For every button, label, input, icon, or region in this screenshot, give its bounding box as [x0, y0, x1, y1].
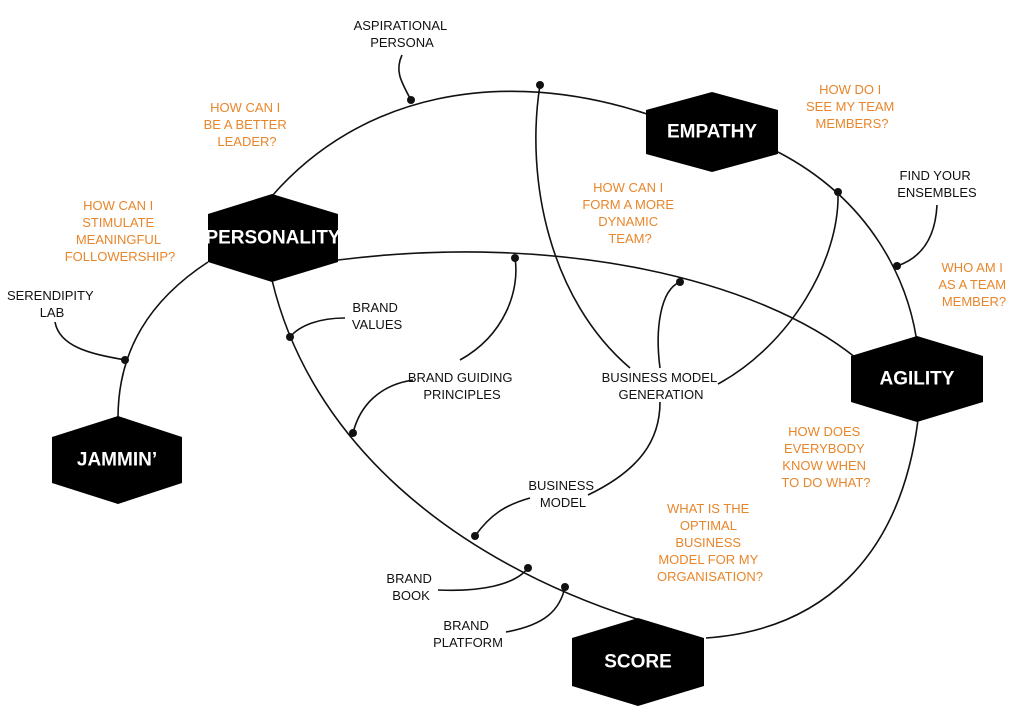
curve-personality-agility	[337, 251, 857, 359]
connector-brand-book	[437, 567, 529, 592]
hub-jammin: JAMMIN’	[52, 416, 182, 504]
hub-agility: AGILITY	[851, 336, 983, 422]
curve-bmg-to-ensemble	[717, 191, 839, 385]
dot-brand-platform	[561, 583, 569, 591]
connector-bm-to-bmg	[587, 401, 661, 496]
label-find-your-ensembles: FIND YOUR ENSEMBLES	[897, 168, 977, 200]
label-connectors	[54, 54, 938, 633]
hexagon-shape	[208, 194, 338, 282]
label-serendipity-lab: SERENDIPITY LAB	[7, 288, 97, 320]
label-business-model-generation: BUSINESS MODEL GENERATION	[602, 370, 721, 402]
dot-bmg-top	[676, 278, 684, 286]
connector-brand-platform	[505, 586, 566, 633]
question-team-member: WHO AM I AS A TEAM MEMBER?	[938, 260, 1009, 309]
hub-label-jammin: JAMMIN’	[77, 450, 157, 471]
dot-business-model	[471, 532, 479, 540]
dot-brand-guiding	[349, 429, 357, 437]
label-brand-platform: BRAND PLATFORM	[433, 618, 503, 650]
label-brand-guiding-principles: BRAND GUIDING PRINCIPLES	[408, 370, 516, 402]
dot-aspirational-persona	[407, 96, 415, 104]
hub-personality: PERSONALITY	[205, 194, 341, 282]
connector-brand-guiding	[352, 379, 414, 434]
hub-label-score: SCORE	[604, 652, 672, 673]
label-aspirational-persona: ASPIRATIONAL PERSONA	[354, 18, 451, 50]
curve-personality-jammin	[117, 261, 209, 419]
question-dynamic-team: HOW CAN I FORM A MORE DYNAMIC TEAM?	[582, 180, 677, 246]
connector-bmg-to-curve	[657, 281, 681, 369]
dot-ensemble-lower	[893, 262, 901, 270]
connector-find-your-ensembles	[896, 204, 938, 267]
question-know-when: HOW DOES EVERYBODY KNOW WHEN TO DO WHAT?	[781, 424, 870, 490]
curve-personality-score	[271, 279, 641, 621]
hub-score: SCORE	[572, 618, 704, 706]
connector-serendipity-lab	[54, 321, 126, 361]
hexagon-shape	[52, 416, 182, 504]
connector-guiding-to-curve	[459, 257, 517, 361]
curve-top-to-bmg	[535, 84, 631, 369]
connection-curves	[117, 84, 919, 639]
concept-labels: ASPIRATIONAL PERSONA FIND YOUR ENSEMBLES…	[7, 18, 977, 650]
hexagon-shape	[646, 92, 778, 172]
label-business-model: BUSINESS MODEL	[528, 478, 597, 510]
label-brand-values: BRAND VALUES	[352, 300, 403, 332]
hexagon-shape	[572, 618, 704, 706]
dot-serendipity	[121, 356, 129, 364]
curve-agility-score	[705, 419, 919, 639]
connector-aspirational-persona	[398, 54, 412, 101]
connector-business-model	[474, 497, 531, 537]
hub-empathy: EMPATHY	[646, 92, 778, 172]
dot-ensemble-upper	[834, 188, 842, 196]
question-see-team: HOW DO I SEE MY TEAM MEMBERS?	[806, 82, 898, 131]
junction-dots	[121, 81, 901, 591]
question-better-leader: HOW CAN I BE A BETTER LEADER?	[204, 100, 291, 149]
hub-label-empathy: EMPATHY	[667, 122, 757, 143]
dot-brand-book	[524, 564, 532, 572]
dot-brand-values	[286, 333, 294, 341]
dot-guiding-top	[511, 254, 519, 262]
hexagon-shape	[851, 336, 983, 422]
connector-brand-values	[289, 317, 346, 338]
question-labels: HOW CAN I BE A BETTER LEADER? HOW CAN I …	[65, 82, 1009, 584]
label-brand-book: BRAND BOOK	[386, 571, 435, 603]
dot-top	[536, 81, 544, 89]
hub-label-personality: PERSONALITY	[205, 228, 340, 249]
question-followership: HOW CAN I STIMULATE MEANINGFUL FOLLOWERS…	[65, 198, 176, 264]
question-optimal-model: WHAT IS THE OPTIMAL BUSINESS MODEL FOR M…	[657, 501, 763, 584]
curve-personality-empathy	[271, 90, 651, 197]
hub-label-agility: AGILITY	[880, 369, 955, 390]
curve-empathy-agility	[777, 151, 919, 351]
